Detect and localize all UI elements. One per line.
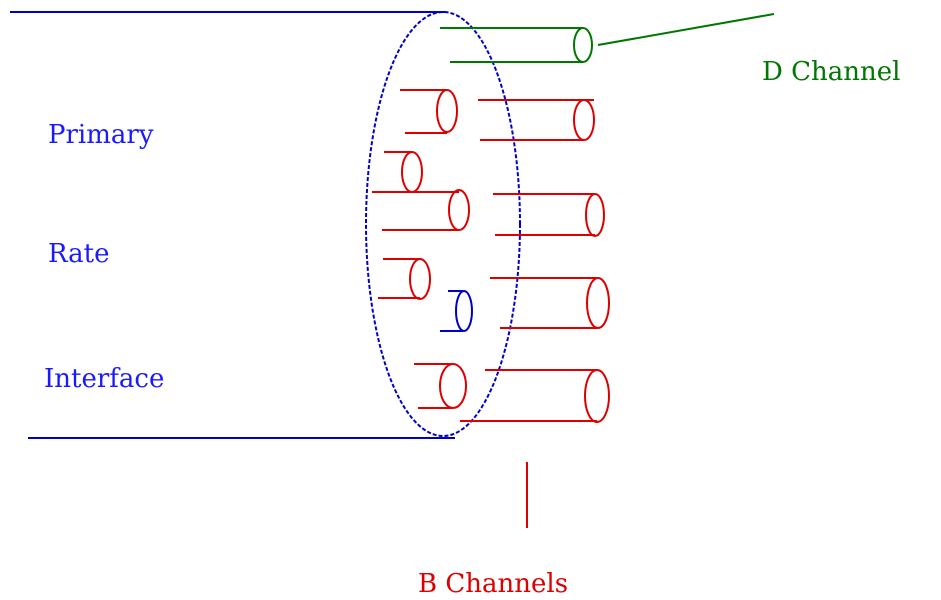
label-d-channel: D Channel (762, 57, 900, 87)
label-interface: Interface (44, 364, 164, 394)
b-channel-wire (378, 258, 431, 300)
b-channel-wire (414, 363, 467, 409)
b-channel-wires (372, 89, 610, 423)
b-channel-wire (400, 89, 458, 134)
b-channel-wire (478, 99, 595, 141)
b-channel-wire (372, 189, 470, 231)
label-rate: Rate (48, 239, 110, 269)
label-b-channels: B Channels (418, 569, 568, 595)
label-primary: Primary (48, 120, 154, 150)
b-channel-wire (493, 193, 605, 237)
b-channel-wire (490, 277, 610, 329)
b-channel-wire (384, 151, 423, 193)
b-channel-wire (460, 369, 610, 423)
blue-wire (440, 290, 473, 332)
cable-end-ellipse (365, 11, 521, 437)
d-channel-wire (440, 13, 775, 63)
